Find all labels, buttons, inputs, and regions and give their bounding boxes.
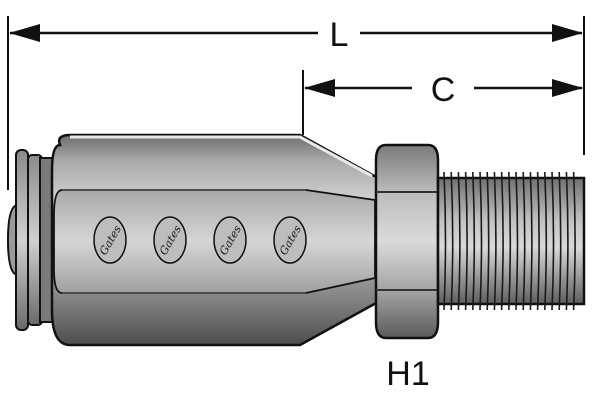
- thread-crest: [443, 171, 447, 311]
- seal-ring-outer: [15, 149, 29, 331]
- thread-crest: [522, 171, 526, 311]
- thread-crest: [572, 171, 576, 311]
- thread-crest: [551, 171, 555, 311]
- logo-gates-1: Gates: [93, 216, 127, 264]
- thread-crest: [457, 171, 461, 311]
- thread-crest: [486, 171, 490, 311]
- thread-crest: [536, 171, 540, 311]
- thread-lines: [443, 171, 576, 311]
- thread-crest: [472, 171, 476, 311]
- thread-crest: [493, 171, 497, 311]
- thread-crest: [464, 171, 468, 311]
- thread-crest: [450, 171, 454, 311]
- hex-nut: [374, 143, 440, 340]
- thread-crest: [529, 171, 533, 311]
- logo-gates-2: Gates: [153, 216, 187, 264]
- thread-crest: [515, 171, 519, 311]
- label-c: C: [431, 71, 456, 109]
- arrowhead-left-icon: [9, 24, 40, 42]
- dimension-c: C: [302, 70, 583, 135]
- thread-crest: [479, 171, 483, 311]
- barrel-highlight: [70, 135, 373, 178]
- label-l: L: [330, 16, 349, 54]
- logo-gates-3: Gates: [213, 216, 247, 264]
- label-h1: H1: [386, 355, 429, 393]
- dimension-l: L: [7, 16, 585, 190]
- fitting-body: Gates Gates Gates Gates: [6, 133, 586, 347]
- arrowhead-left-icon: [304, 79, 335, 97]
- arrowhead-right-icon: [552, 24, 583, 42]
- thread-crest: [500, 171, 504, 311]
- thread-crest: [508, 171, 512, 311]
- thread-crest: [558, 171, 562, 311]
- arrowhead-right-icon: [552, 79, 583, 97]
- thread-crest: [544, 171, 548, 311]
- logo-gates-4: Gates: [273, 216, 307, 264]
- thread-crest: [565, 171, 569, 311]
